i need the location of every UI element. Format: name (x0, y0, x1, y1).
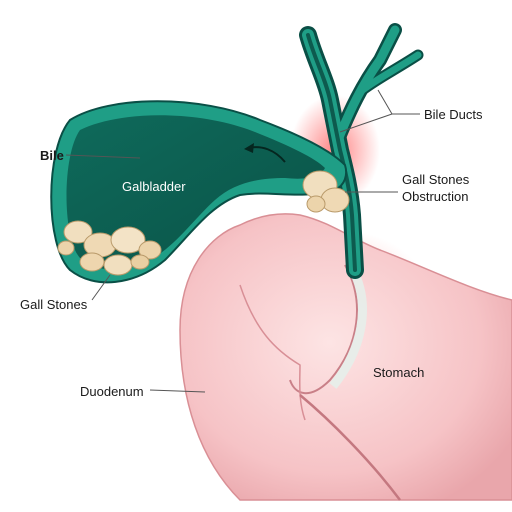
obstruction-stones (302, 170, 350, 213)
label-duodenum: Duodenum (80, 384, 144, 399)
stomach-cleft (299, 394, 401, 501)
label-bile-ducts: Bile Ducts (424, 107, 483, 122)
stomach-band (329, 265, 367, 389)
arrow-head (244, 143, 254, 153)
label-gall-stones: Gall Stones (20, 297, 88, 312)
label-stomach: Stomach (373, 365, 425, 380)
duodenum-fold (239, 284, 306, 421)
leader-lines (65, 89, 420, 393)
label-obstruction-line2: Obstruction (402, 189, 469, 204)
label-bile: Bile (40, 148, 64, 163)
gall-stones-cluster (57, 220, 162, 276)
bile-duct-tree (299, 23, 424, 279)
label-gallbladder: Galbladder (122, 179, 186, 194)
label-obstruction-line1: Gall Stones (402, 172, 470, 187)
